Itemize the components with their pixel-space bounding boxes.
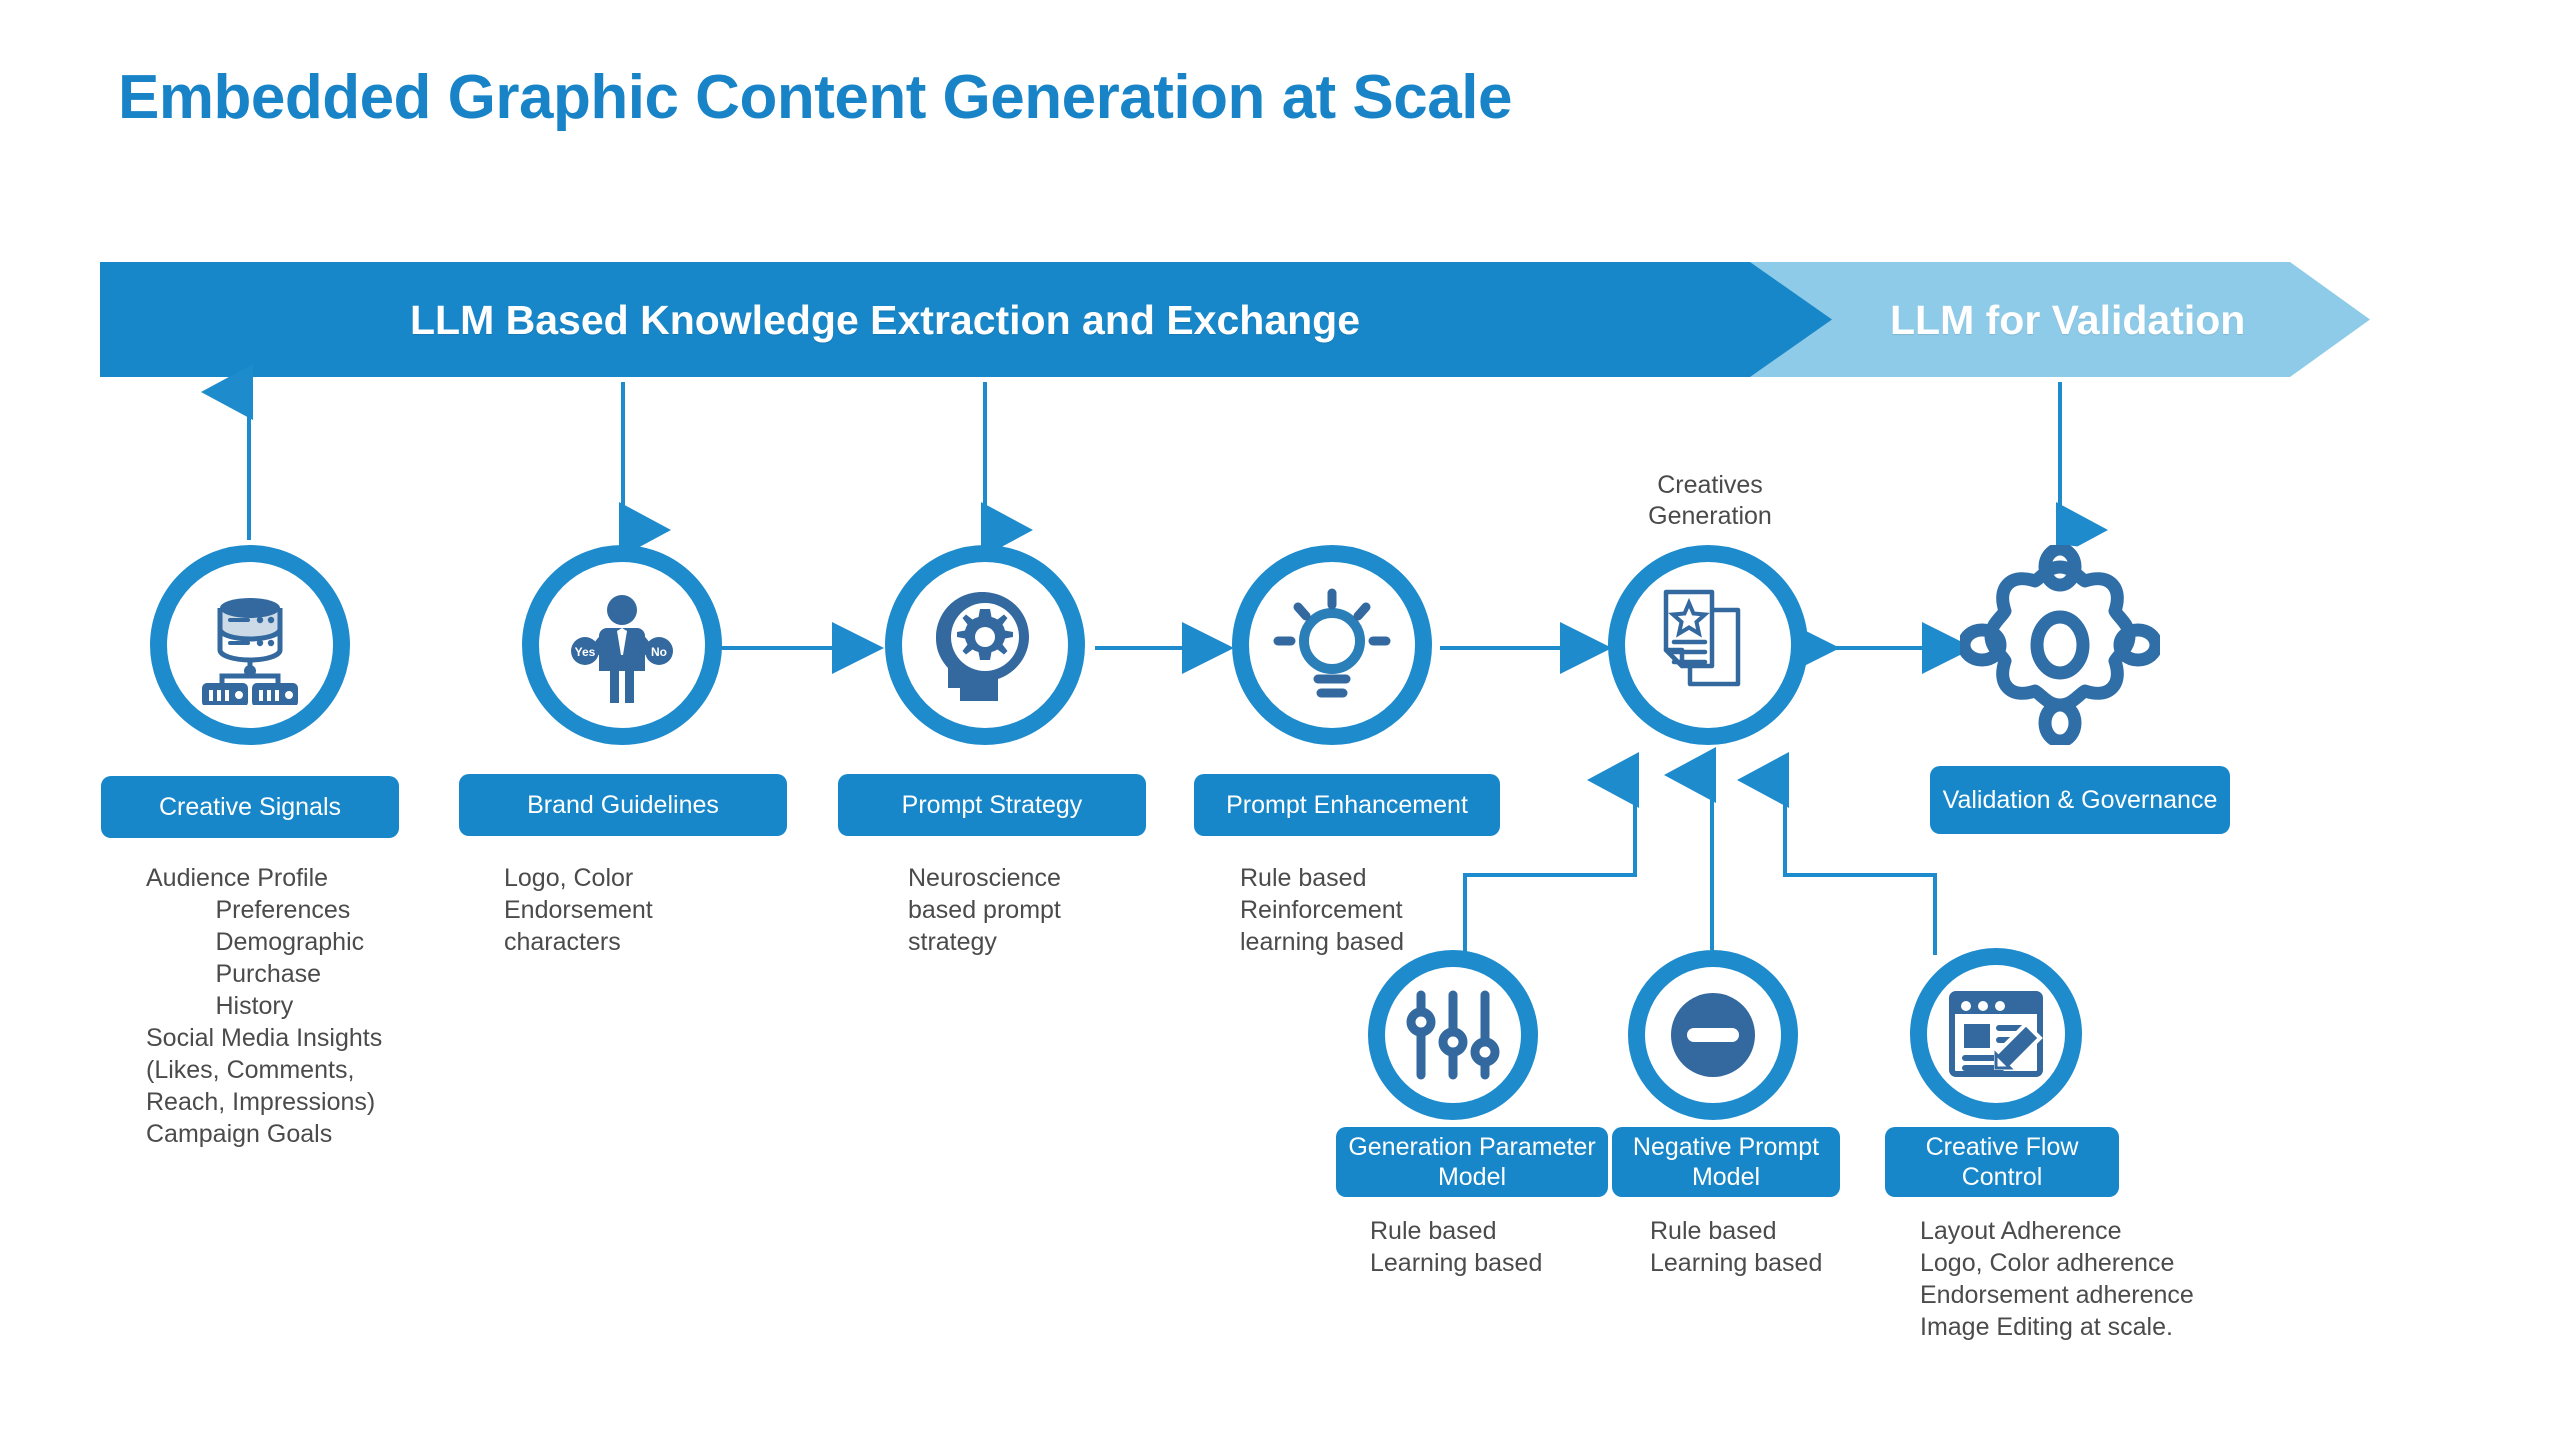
sliders-icon [1385, 967, 1521, 1103]
chip-brand-guidelines[interactable]: Brand Guidelines [459, 774, 787, 836]
person-yes-no-icon: Yes No [539, 562, 705, 728]
node-brand-guidelines[interactable]: Yes No [522, 545, 722, 745]
window-pencil-icon [1927, 965, 2065, 1103]
detail-creative-signals: Audience Profile Preferences Demographic… [146, 864, 383, 1148]
detail-prompt-strategy: Neuroscience based prompt strategy [908, 864, 1061, 956]
chip-validation-governance[interactable]: Validation & Governance [1930, 766, 2230, 834]
head-gear-icon [902, 562, 1068, 728]
icon-label-no: No [651, 645, 667, 659]
database-network-icon [167, 562, 333, 728]
icon-label-yes: Yes [575, 645, 596, 659]
documents-star-icon [1625, 562, 1791, 728]
banner-main-segment [100, 262, 1842, 377]
gear-nodes-icon [1960, 545, 2160, 745]
chip-generation-parameter-model[interactable]: Generation Parameter Model [1336, 1127, 1608, 1197]
connector-flowcontrol-to-creatives [1737, 752, 1937, 955]
banner-sub-segment [1750, 262, 2370, 377]
caption-creatives-generation: Creatives Generation [1648, 471, 1772, 531]
node-prompt-strategy[interactable] [885, 545, 1085, 745]
node-generation-parameter-model[interactable] [1368, 950, 1538, 1120]
chip-prompt-enhancement[interactable]: Prompt Enhancement [1194, 774, 1500, 836]
node-creative-signals[interactable] [150, 545, 350, 745]
node-negative-prompt-model[interactable] [1628, 950, 1798, 1120]
chip-negative-prompt-model[interactable]: Negative Prompt Model [1612, 1127, 1840, 1197]
node-validation-governance[interactable] [1960, 545, 2160, 745]
chip-prompt-strategy[interactable]: Prompt Strategy [838, 774, 1146, 836]
process-banner: LLM Based Knowledge Extraction and Excha… [100, 262, 2370, 377]
node-creative-flow-control[interactable] [1910, 948, 2082, 1120]
banner-sub-label: LLM for Validation [1890, 297, 2246, 343]
node-creatives-generation[interactable] [1608, 545, 1808, 745]
lightbulb-icon [1249, 562, 1415, 728]
chip-creative-signals[interactable]: Creative Signals [101, 776, 399, 838]
detail-creative-flow-control: Layout Adherence Logo, Color adherence E… [1920, 1217, 2194, 1341]
banner-main-label: LLM Based Knowledge Extraction and Excha… [410, 297, 1361, 343]
detail-generation-parameter-model: Rule based Learning based [1370, 1217, 1543, 1277]
minus-circle-icon [1645, 967, 1781, 1103]
banner-shape [100, 262, 2370, 377]
node-prompt-enhancement[interactable] [1232, 545, 1432, 745]
detail-negative-prompt-model: Rule based Learning based [1650, 1217, 1823, 1277]
detail-brand-guidelines: Logo, Color Endorsement characters [504, 864, 653, 956]
chip-creative-flow-control[interactable]: Creative Flow Control [1885, 1127, 2119, 1197]
page-title: Embedded Graphic Content Generation at S… [118, 63, 1512, 132]
detail-prompt-enhancement: Rule based Reinforcement learning based [1240, 864, 1405, 956]
